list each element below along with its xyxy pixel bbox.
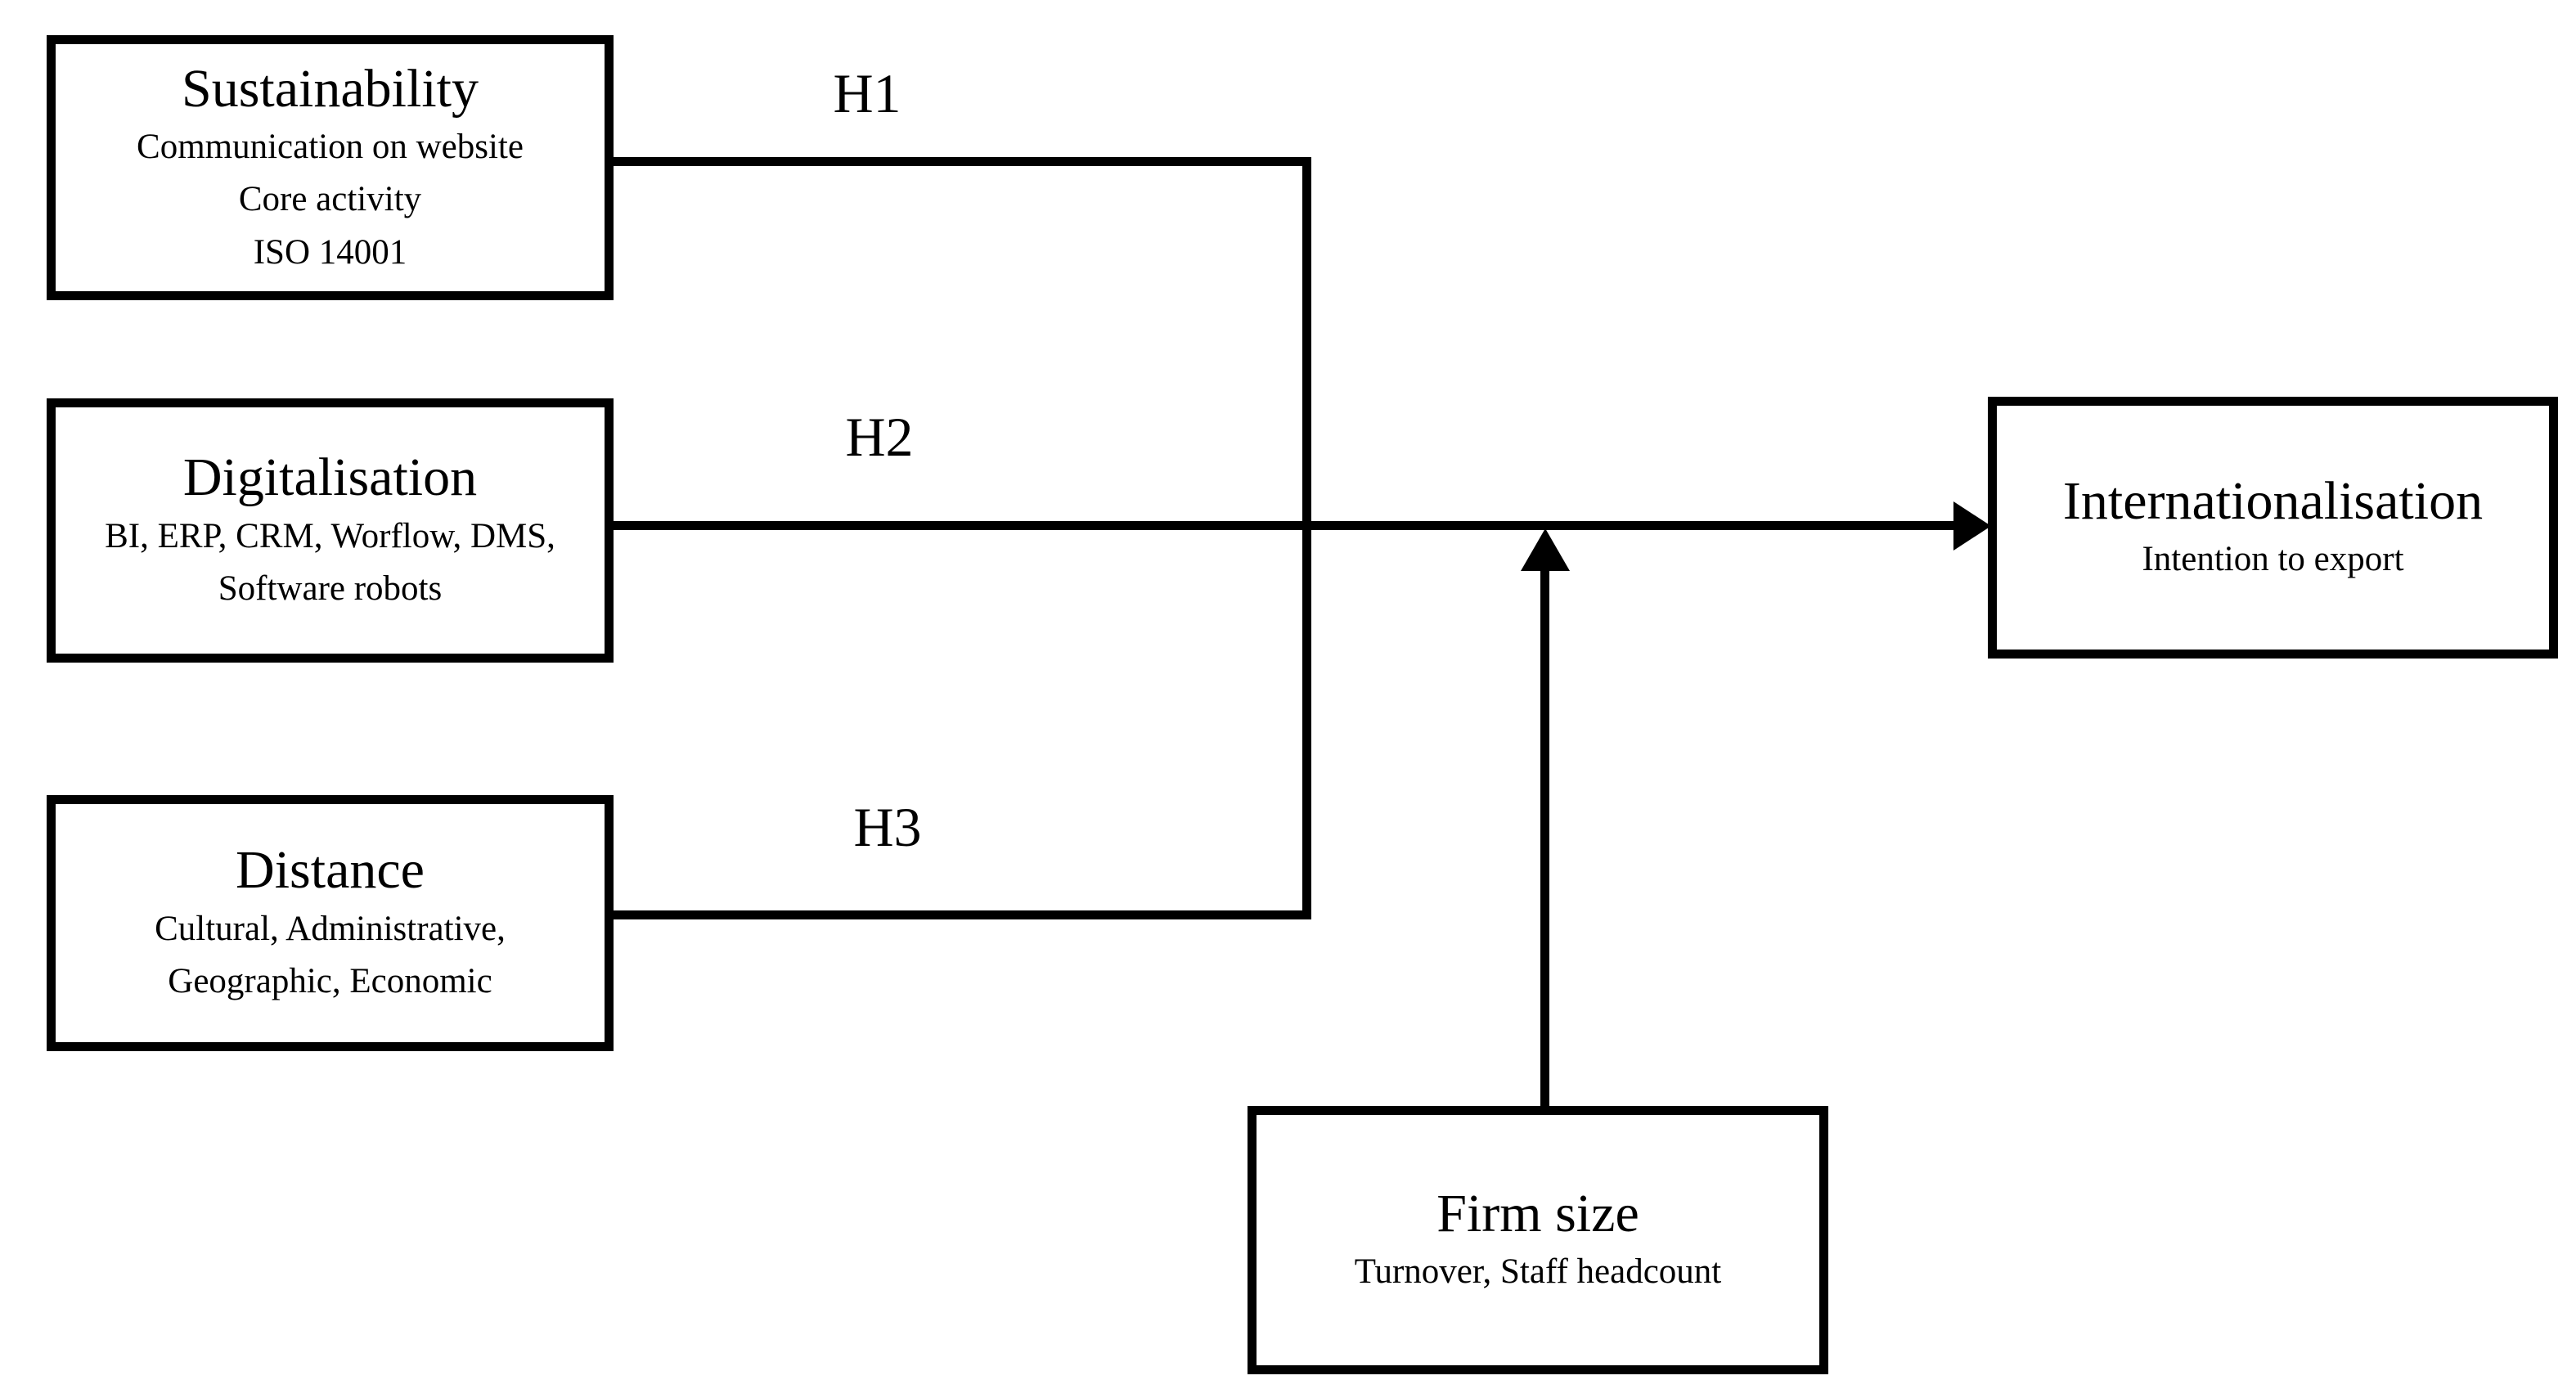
internationalisation-title: Internationalisation xyxy=(2062,471,2484,532)
h1-path-horizontal-line xyxy=(614,157,1311,166)
h3-path-horizontal-line xyxy=(614,910,1311,919)
firm-size-title: Firm size xyxy=(1436,1184,1639,1244)
sustainability-indicator: ISO 14001 xyxy=(253,232,407,272)
firm-size-indicator: Turnover, Staff headcount xyxy=(1354,1252,1722,1292)
h1-h3-vertical-connector-line xyxy=(1302,157,1311,919)
firm-size-moderator-line xyxy=(1540,568,1549,1106)
arrowhead-right-icon xyxy=(1953,501,1991,551)
distance-box: Distance Cultural, Administrative, Geogr… xyxy=(47,795,614,1051)
distance-indicator: Geographic, Economic xyxy=(168,962,492,1001)
sustainability-title: Sustainability xyxy=(182,58,479,119)
digitalisation-indicator: BI, ERP, CRM, Worflow, DMS, xyxy=(105,516,555,555)
distance-title: Distance xyxy=(236,840,425,901)
sustainability-indicator: Communication on website xyxy=(137,127,524,166)
sustainability-indicator: Core activity xyxy=(238,180,422,219)
hypothesis-label-h3: H3 xyxy=(853,796,922,858)
internationalisation-box: Internationalisation Intention to export xyxy=(1988,397,2558,659)
hypothesis-label-h1: H1 xyxy=(833,62,901,124)
arrowhead-up-icon xyxy=(1521,528,1570,571)
digitalisation-box: Digitalisation BI, ERP, CRM, Worflow, DM… xyxy=(47,398,614,663)
hypothesis-label-h2: H2 xyxy=(845,406,914,468)
digitalisation-indicator: Software robots xyxy=(218,569,443,609)
digitalisation-title: Digitalisation xyxy=(182,447,478,508)
h2-path-horizontal-line xyxy=(614,521,1955,530)
distance-indicator: Cultural, Administrative, xyxy=(155,909,506,948)
sustainability-box: Sustainability Communication on website … xyxy=(47,35,614,300)
internationalisation-indicator: Intention to export xyxy=(2142,540,2404,579)
firm-size-box: Firm size Turnover, Staff headcount xyxy=(1248,1106,1828,1374)
